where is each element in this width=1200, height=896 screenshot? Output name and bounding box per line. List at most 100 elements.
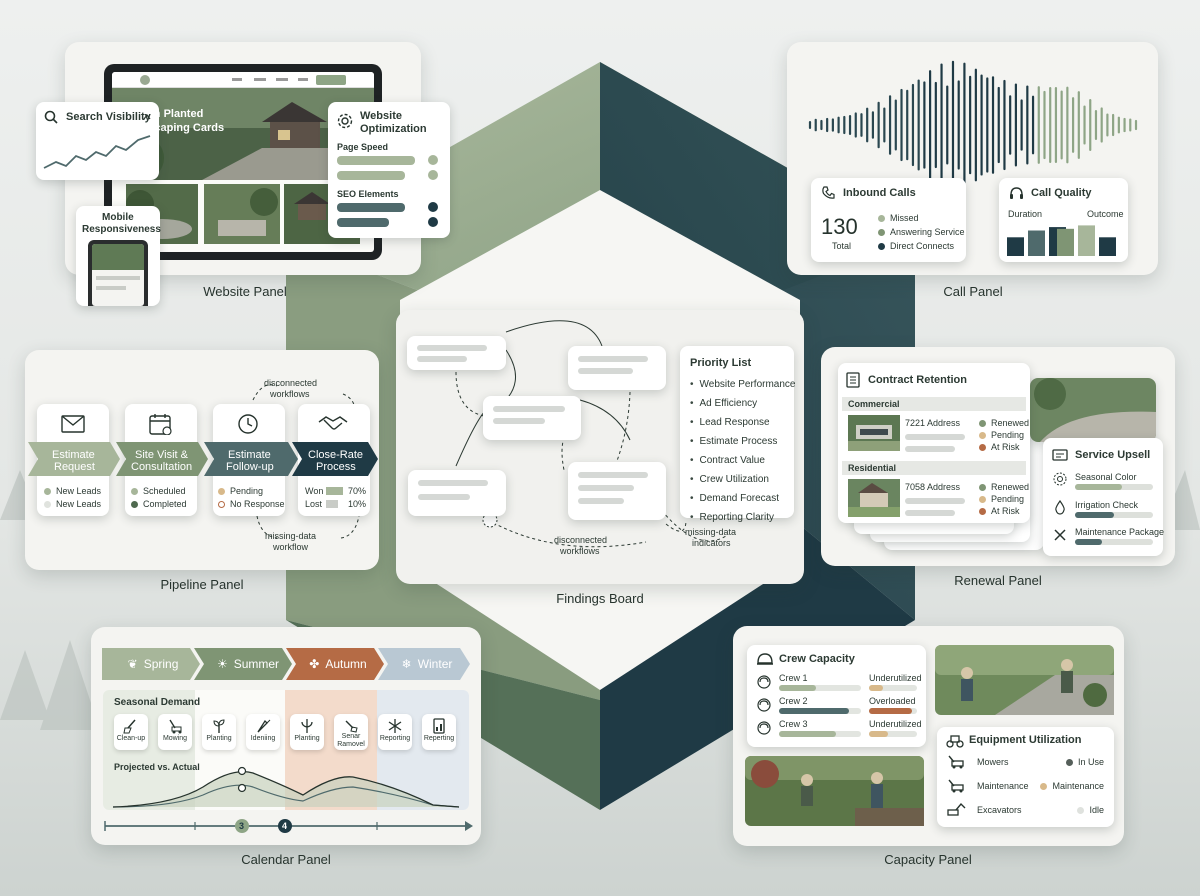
property-photo-card [1030, 378, 1156, 442]
clock-icon [238, 414, 258, 434]
maple-leaf-icon: ✤ [309, 657, 320, 671]
priority-item[interactable]: Estimate Process [690, 436, 795, 447]
contract-retention-title: Contract Retention [868, 374, 967, 386]
demand-tile-mowing[interactable]: Mowing [158, 714, 192, 750]
pipeline-note-bottom-2: workflow [273, 542, 309, 552]
hard-hat-icon [757, 653, 773, 665]
stage-item: New Leads [44, 486, 101, 496]
outcome-bar [1099, 237, 1116, 256]
commercial-status: At Risk [979, 442, 1020, 452]
leaf-icon: ❦ [127, 657, 138, 671]
residential-status: Pending [979, 494, 1024, 504]
finding-note-card[interactable] [568, 346, 666, 390]
priority-item[interactable]: Reporting Clarity [690, 512, 795, 523]
pipeline-note-top-2: workflows [270, 389, 310, 399]
equipment-name: Mowers [977, 757, 1009, 767]
upsell-item-irrigation-check: Irrigation Check [1075, 500, 1139, 510]
handshake-icon [318, 416, 348, 430]
season-autumn[interactable]: ✤Autumn [309, 657, 367, 671]
pipeline-chevrons [28, 442, 378, 476]
commercial-label: Commercial [848, 399, 900, 409]
call-quality-card: Call Quality Duration Outcome [999, 178, 1128, 262]
stage-value-won: 70% [348, 486, 367, 496]
finding-note-card[interactable] [408, 470, 506, 516]
stage-label-follow-up-1: Estimate [228, 449, 271, 461]
equipment-utilization-title: Equipment Utilization [969, 734, 1082, 746]
season-winter[interactable]: ❄Winter [401, 657, 453, 671]
stage-value-lost: 10% [348, 499, 367, 509]
demand-tile-reporting[interactable]: Reporting [378, 714, 412, 750]
call-quality-title: Call Quality [1031, 187, 1092, 199]
stage-item: Pending [218, 486, 263, 496]
chevron-up-icon[interactable] [143, 114, 151, 120]
stage-item: No Response [218, 499, 285, 509]
season-spring[interactable]: ❦Spring [127, 657, 179, 671]
timeline-marker-4[interactable]: 4 [282, 821, 288, 831]
demand-tile-clean-up[interactable]: Clean-up [114, 714, 148, 750]
demand-tile-reperting[interactable]: Reperting [422, 714, 456, 750]
inbound-calls-card: Inbound Calls 130 Total Missed Answering… [811, 178, 966, 262]
demand-tile-planting[interactable]: Planting [202, 714, 236, 750]
site-nav-button[interactable] [316, 75, 346, 85]
water-drop-icon [1055, 500, 1065, 515]
finding-note-card[interactable] [407, 336, 506, 370]
residential-address: 7058 Address [905, 482, 961, 492]
inbound-calls-title: Inbound Calls [843, 187, 916, 199]
priority-item[interactable]: Website Performance [690, 379, 796, 390]
worker-icon [757, 698, 771, 712]
service-upsell-card: Service Upsell Seasonal Color Irrigation… [1043, 438, 1164, 556]
phone-icon [822, 186, 835, 199]
info-icon [428, 217, 438, 227]
equipment-status: Maintenance [1040, 781, 1104, 791]
page-speed-bar-1 [337, 156, 415, 165]
findings-note-right-2: indicators [692, 538, 731, 548]
upsell-item-seasonal-color: Seasonal Color [1075, 472, 1137, 482]
stage-item: Scheduled [131, 486, 186, 496]
audio-waveform [808, 60, 1138, 190]
inbound-calls-total-value: 130 [821, 214, 858, 239]
plant-icon [301, 719, 313, 733]
equipment-status: In Use [1065, 757, 1104, 767]
mower-icon [948, 755, 964, 769]
mobile-title-2: Responsiveness [82, 224, 161, 235]
crew-load-bar [779, 731, 861, 737]
phone-mockup [88, 240, 148, 306]
calendar-icon [149, 414, 172, 435]
season-summer[interactable]: ☀Summer [216, 657, 280, 671]
finding-note-card[interactable] [483, 396, 581, 440]
gear-icon [337, 113, 353, 129]
optimization-title-1: Website [360, 110, 402, 122]
finding-note-card[interactable] [568, 462, 666, 520]
equipment-name: Excavators [977, 805, 1022, 815]
calendar-panel-caption: Calendar Panel [241, 852, 331, 867]
sun-icon: ☀ [216, 657, 228, 671]
priority-item[interactable]: Ad Efficiency [690, 398, 795, 409]
crew-capacity-title: Crew Capacity [779, 653, 855, 665]
residential-status: At Risk [979, 506, 1020, 516]
stage-label-estimate-request-2: Request [54, 461, 95, 473]
contract-retention-card: Contract Retention Commercial 7221 Addre… [838, 363, 1030, 523]
crew-status-fill [869, 685, 884, 691]
crew-name: Crew 3 [779, 719, 808, 729]
priority-item[interactable]: Lead Response [690, 417, 795, 428]
priority-item[interactable]: Crew Utilization [690, 474, 795, 485]
demand-tile-snow-removal[interactable]: Senar Ramovel [334, 714, 368, 750]
commercial-property-image [848, 415, 900, 451]
upsell-bar [1075, 512, 1153, 518]
maintenance-mower-icon [948, 779, 964, 793]
commercial-header [842, 397, 1026, 411]
duration-label: Duration [1008, 209, 1043, 219]
demand-tile-planting-2[interactable]: Planting [290, 714, 324, 750]
won-bar [326, 487, 343, 495]
crew-status-bar [869, 708, 917, 714]
crew-load-bar [779, 685, 861, 691]
legend-missed: Missed [878, 213, 919, 223]
envelope-icon [61, 415, 85, 433]
mobile-responsiveness-card: Mobile Responsiveness [76, 206, 161, 306]
timeline-marker-3[interactable]: 3 [239, 821, 245, 831]
priority-item[interactable]: Demand Forecast [690, 493, 795, 504]
projected-vs-actual-chart [112, 766, 460, 808]
priority-item[interactable]: Contract Value [690, 455, 795, 466]
demand-tile-ideniing[interactable]: Ideniing [246, 714, 280, 750]
